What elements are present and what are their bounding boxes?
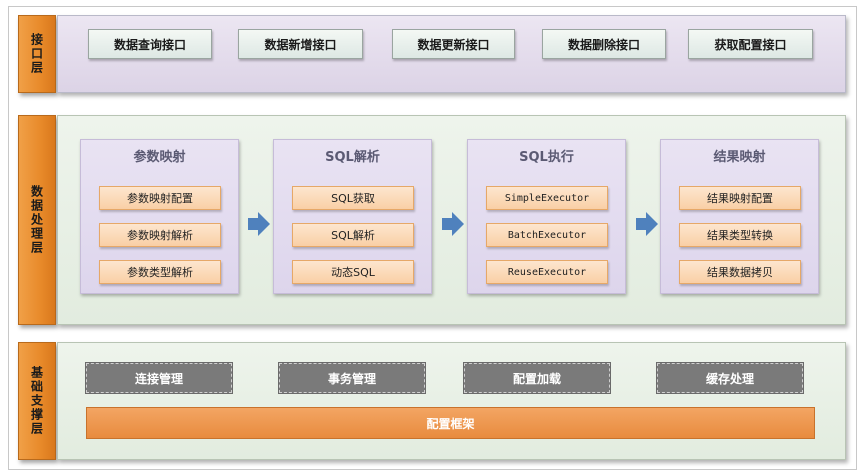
processing-layer-panel: 参数映射 参数映射配置 参数映射解析 参数类型解析 SQL解析 SQL获取 SQ… [57,115,846,325]
result-mapping-item: 结果映射配置 [679,186,801,210]
sql-parse-item: 动态SQL [292,260,414,284]
result-mapping-group: 结果映射 结果映射配置 结果类型转换 结果数据拷贝 [660,139,819,294]
architecture-diagram: 接口层 数据查询接口 数据新增接口 数据更新接口 数据删除接口 获取配置接口 数… [8,6,857,470]
sql-execute-item: ReuseExecutor [486,260,608,284]
config-loading-box: 配置加载 [463,362,611,394]
query-api-box: 数据查询接口 [88,29,212,59]
sql-parse-item: SQL解析 [292,223,414,247]
param-mapping-item: 参数映射配置 [99,186,221,210]
param-mapping-item: 参数映射解析 [99,223,221,247]
sql-execute-title: SQL执行 [519,150,574,165]
flow-arrow-icon [636,212,658,236]
param-mapping-group: 参数映射 参数映射配置 参数映射解析 参数类型解析 [80,139,239,294]
result-mapping-item: 结果数据拷贝 [679,260,801,284]
sql-parse-item: SQL获取 [292,186,414,210]
interface-layer-panel: 数据查询接口 数据新增接口 数据更新接口 数据删除接口 获取配置接口 [57,15,846,93]
cache-handling-box: 缓存处理 [656,362,804,394]
interface-layer-label: 接口层 [18,15,56,93]
foundation-layer-panel: 连接管理 事务管理 配置加载 缓存处理 配置框架 [57,342,846,460]
result-mapping-item: 结果类型转换 [679,223,801,247]
sql-parse-title: SQL解析 [325,150,380,165]
flow-arrow-icon [248,212,270,236]
processing-layer-label: 数据处理层 [18,115,56,325]
transaction-management-box: 事务管理 [278,362,426,394]
param-mapping-title: 参数映射 [133,150,186,165]
sql-execute-item: BatchExecutor [486,223,608,247]
flow-arrow-icon [442,212,464,236]
param-mapping-item: 参数类型解析 [99,260,221,284]
config-framework-bar: 配置框架 [86,407,815,439]
sql-execute-group: SQL执行 SimpleExecutor BatchExecutor Reuse… [467,139,626,294]
delete-api-box: 数据删除接口 [542,29,666,59]
sql-parse-group: SQL解析 SQL获取 SQL解析 动态SQL [273,139,432,294]
result-mapping-title: 结果映射 [713,150,766,165]
config-api-box: 获取配置接口 [688,29,813,59]
update-api-box: 数据更新接口 [392,29,515,59]
sql-execute-item: SimpleExecutor [486,186,608,210]
insert-api-box: 数据新增接口 [238,29,363,59]
connection-management-box: 连接管理 [85,362,233,394]
foundation-layer-label: 基础支撑层 [18,342,56,460]
